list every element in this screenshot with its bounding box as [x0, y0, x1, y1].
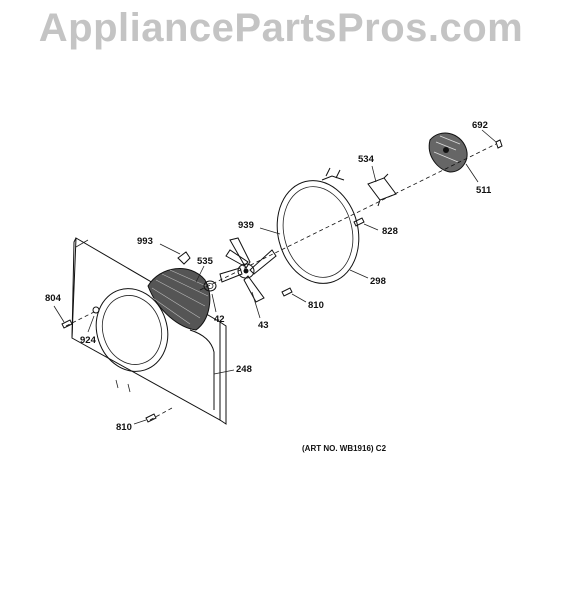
screw-692 [495, 139, 503, 149]
screw-810-upper [281, 287, 293, 297]
leader-993 [159, 243, 181, 255]
leader-535 [195, 265, 205, 283]
assembly-axis-line [199, 143, 497, 291]
part-label-43: 43 [258, 320, 269, 331]
part-label-810-upper: 810 [308, 300, 324, 311]
clip-993 [177, 251, 191, 265]
screw-828 [353, 217, 365, 227]
part-label-993: 993 [137, 236, 153, 247]
leader-810-upper [291, 293, 307, 303]
part-label-42: 42 [214, 314, 225, 325]
leader-43 [251, 291, 261, 319]
site-watermark: AppliancePartsPros.com [38, 6, 524, 50]
nut-42 [203, 280, 217, 292]
leader-534 [371, 165, 377, 183]
leader-42 [211, 293, 217, 313]
fan-blade [219, 237, 277, 303]
screw-axis-804 [65, 311, 95, 327]
leader-298 [349, 269, 369, 279]
bracket-534 [367, 173, 397, 207]
part-label-939: 939 [238, 220, 254, 231]
leader-804 [53, 305, 65, 323]
art-number: (ART NO. WB1916) C2 [302, 444, 387, 453]
leader-692 [481, 129, 497, 143]
screw-804 [61, 319, 73, 329]
washer-924 [92, 306, 100, 314]
leader-248 [213, 369, 235, 375]
leader-924 [87, 315, 95, 333]
leader-939 [259, 227, 281, 235]
part-label-535: 535 [197, 256, 214, 267]
screw-810-lower [145, 413, 157, 423]
part-label-804: 804 [45, 293, 62, 304]
part-label-298: 298 [370, 276, 386, 287]
part-label-248: 248 [236, 364, 252, 375]
part-label-810-lower: 810 [116, 422, 132, 433]
part-label-924: 924 [80, 335, 97, 346]
part-label-828: 828 [382, 226, 398, 237]
leader-810-lower [133, 419, 147, 425]
part-label-534: 534 [358, 154, 375, 165]
heating-element-ring [276, 167, 360, 284]
leader-511 [465, 163, 479, 183]
motor-511 [428, 132, 468, 173]
part-label-511: 511 [476, 185, 492, 196]
leader-828 [363, 223, 379, 231]
part-label-692: 692 [472, 120, 488, 131]
mesh-screen [147, 268, 211, 331]
